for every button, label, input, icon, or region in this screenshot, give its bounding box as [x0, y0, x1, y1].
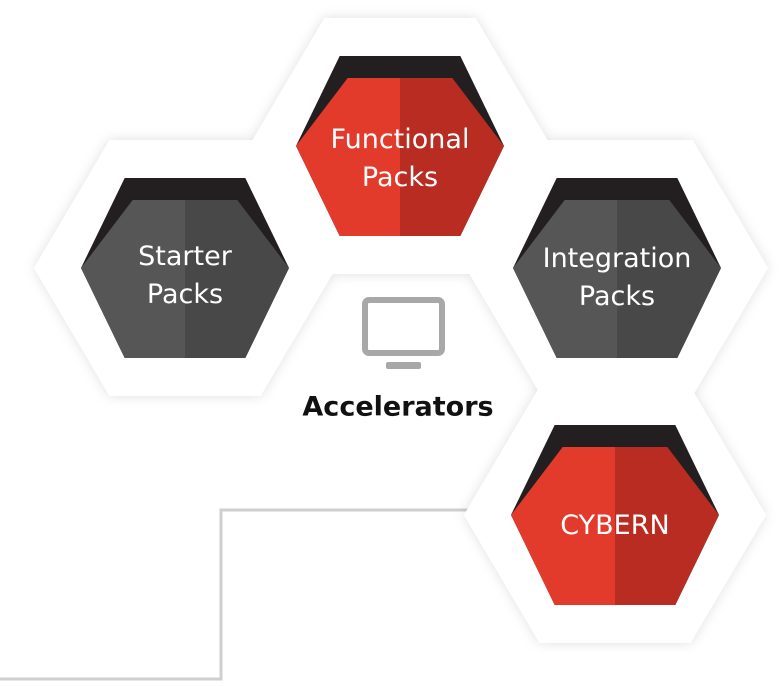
hex-label-starter: Starter Packs: [138, 241, 232, 310]
connector-line: [0, 508, 476, 681]
center-title: Accelerators: [302, 391, 494, 423]
monitor-icon: [362, 297, 445, 369]
hexagon-body-right-integration: [617, 200, 721, 358]
hexagon-starter: [81, 178, 289, 358]
hexagon-body-left-functional: [296, 78, 400, 236]
hexagon-body-left-integration: [513, 200, 617, 358]
hexagon-cores: [81, 56, 721, 605]
hexagon-body-right-starter: [185, 200, 289, 358]
hexagon-body-right-functional: [400, 78, 504, 236]
hexagon-cybern: [511, 425, 719, 605]
hexagon-body-right-cybern: [615, 447, 719, 605]
hexagon-body-left-starter: [81, 200, 185, 358]
hexagon-functional: [296, 56, 504, 236]
hex-label-cybern: CYBERN: [560, 510, 670, 541]
hex-label-functional: Functional Packs: [330, 124, 470, 193]
hexagon-integration: [513, 178, 721, 358]
hexagon-body-left-cybern: [511, 447, 615, 605]
hex-label-integration: Integration Packs: [542, 243, 692, 312]
